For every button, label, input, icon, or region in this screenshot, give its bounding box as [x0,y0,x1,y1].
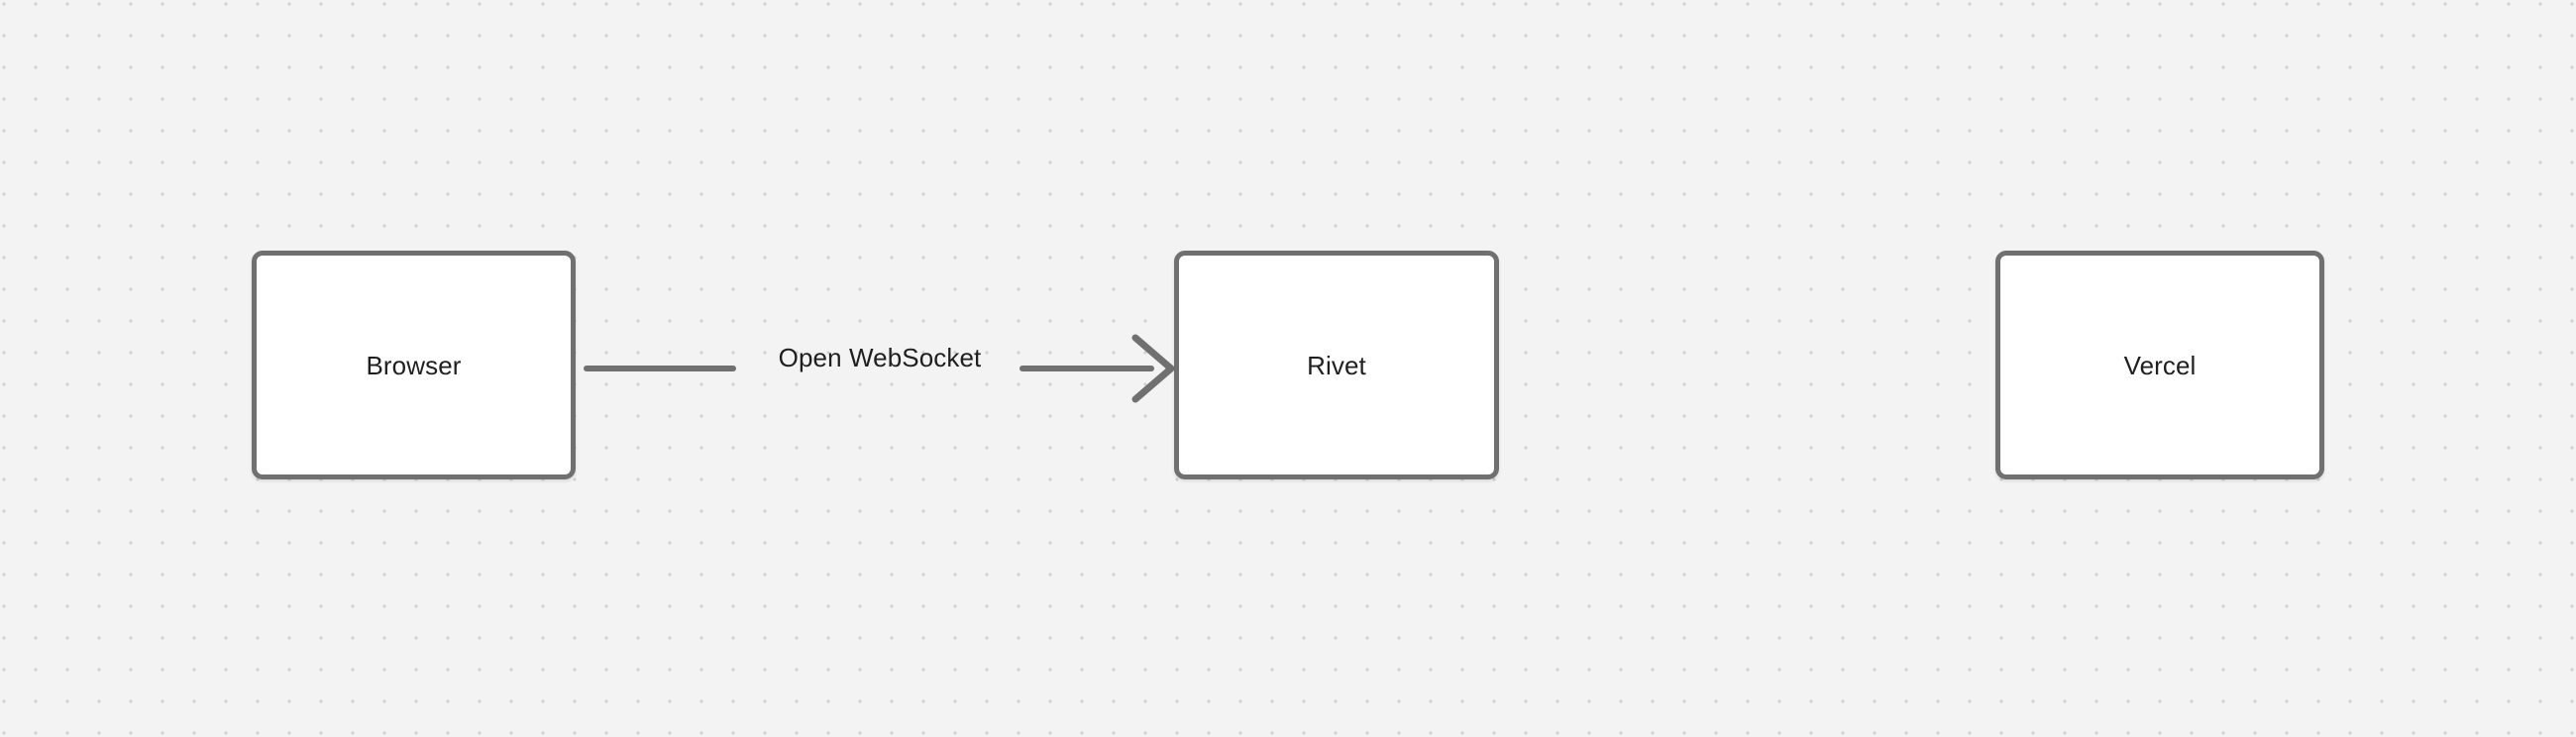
node-label: Vercel [2123,350,2197,380]
edge-label-browser-to-rivet: Open WebSocket [778,343,982,372]
edge-arrowhead-icon [1131,334,1175,403]
node-vercel[interactable]: Vercel [1995,251,2324,479]
node-rivet[interactable]: Rivet [1174,251,1499,479]
node-browser[interactable]: Browser [252,251,576,479]
node-label: Rivet [1307,350,1366,380]
node-label: Browser [366,350,462,380]
